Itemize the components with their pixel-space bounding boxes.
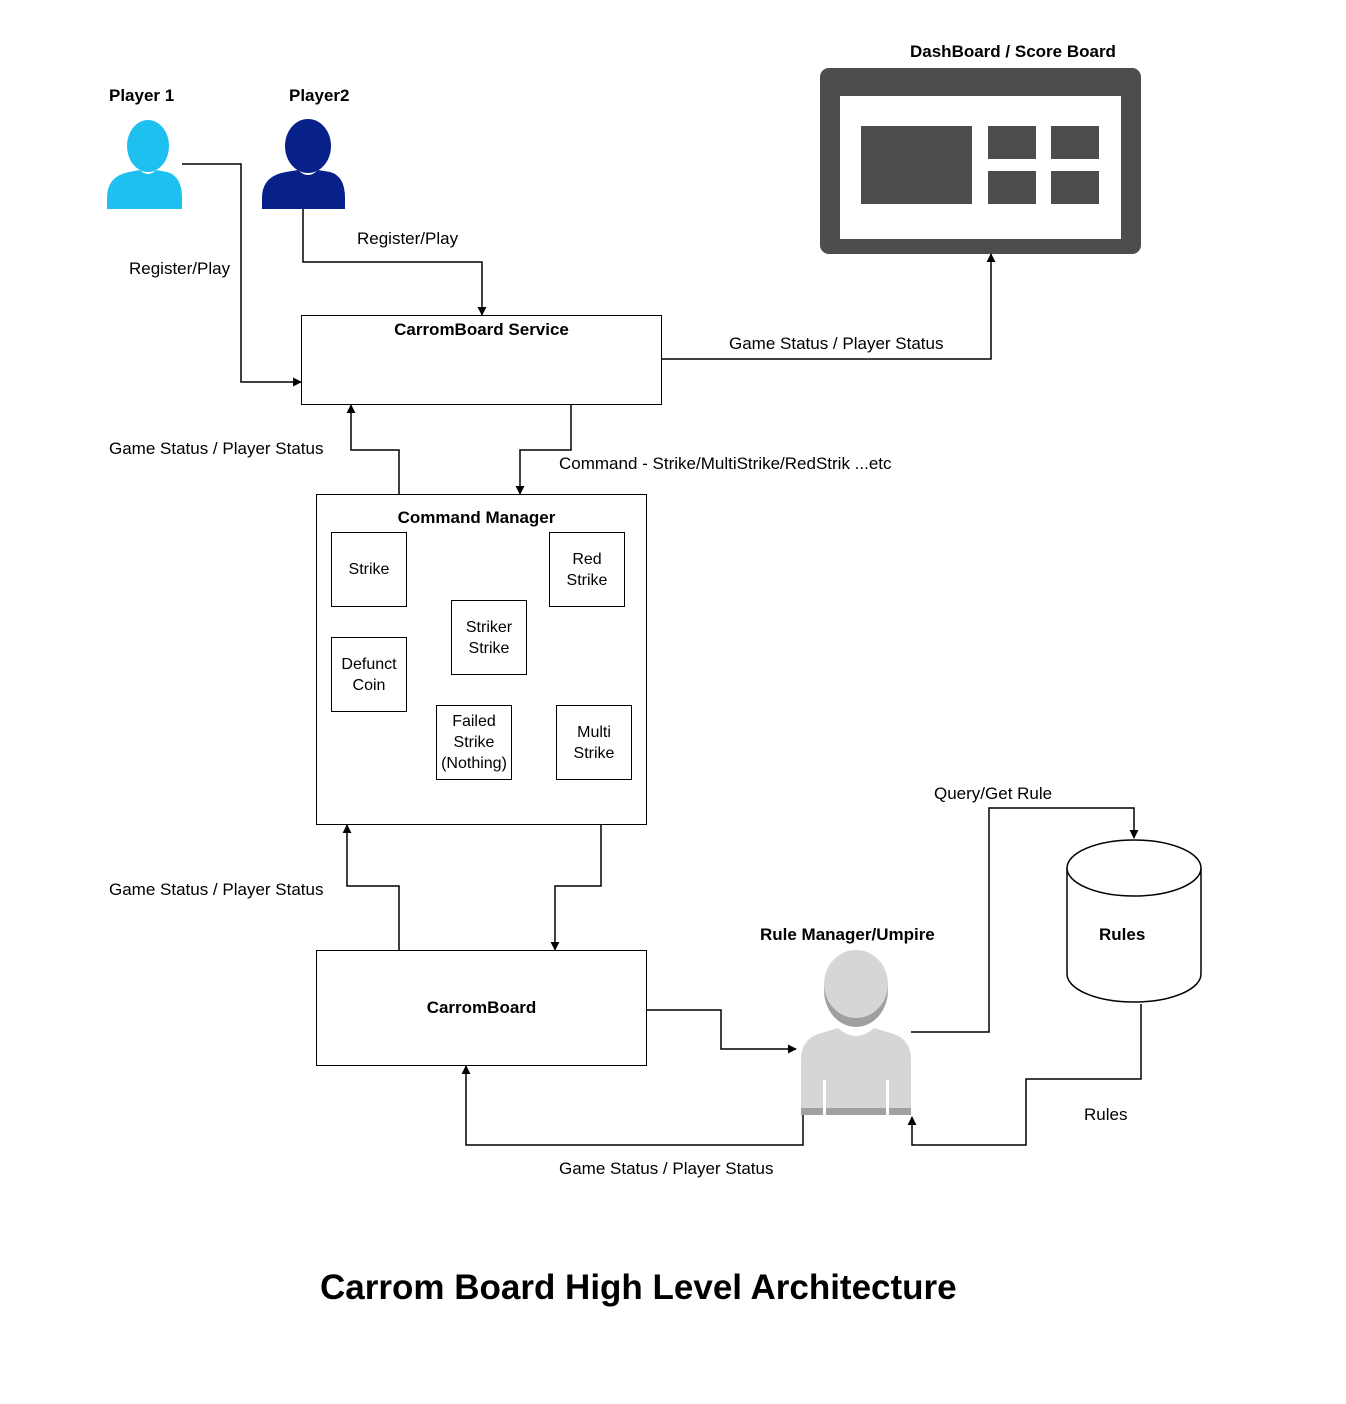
command-strike: Strike [331,532,407,607]
edge-label-umpire-board: Game Status / Player Status [559,1159,774,1178]
rules-db-label: Rules [1099,925,1146,944]
carromboard-service-title: CarromBoard Service [394,320,569,339]
umpire-icon [801,950,911,1115]
edge-label-service-dashboard: Game Status / Player Status [729,334,944,353]
player1-icon [107,120,182,209]
edge-label-p1-register: Register/Play [129,259,231,278]
edge-player1-to-service [182,163,302,387]
edge-rules-to-umpire [907,1004,1142,1146]
command-manager-title: Command Manager [397,508,556,527]
edge-label-p2-register: Register/Play [357,229,459,248]
edge-service-to-dashboard [662,253,996,360]
carromboard-title: CarromBoard [426,998,537,1017]
dashboard-icon [820,68,1141,254]
diagram-title: Carrom Board High Level Architecture [320,1268,957,1307]
edge-cmd-to-service [346,404,400,494]
player2-icon [262,119,345,209]
edge-player2-to-service [302,209,487,316]
command-red-strike: Red Strike [549,532,625,607]
edge-service-to-cmd [515,405,572,495]
edge-label-service-cmd: Command - Strike/MultiStrike/RedStrik ..… [559,454,892,473]
player1-label: Player 1 [109,86,175,105]
edge-board-to-cmd [342,824,400,950]
edge-label-query-rule: Query/Get Rule [934,784,1053,803]
edge-label-board-cmd: Game Status / Player Status [109,880,324,899]
edge-label-rules-return: Rules [1084,1105,1128,1124]
edge-board-to-umpire [647,1009,797,1054]
command-striker-strike: Striker Strike [451,600,527,675]
command-multi-strike: Multi Strike [556,705,632,780]
edge-cmd-to-board [550,825,602,951]
dashboard-label: DashBoard / Score Board [910,42,1116,61]
edge-umpire-query-rules [911,807,1139,1033]
player2-label: Player2 [289,86,350,105]
rules-database-icon [1066,839,1202,1003]
edge-label-cmd-service: Game Status / Player Status [109,439,324,458]
carromboard-service-box: CarromBoard Service [301,315,662,405]
command-defunct-coin: Defunct Coin [331,637,407,712]
edge-umpire-to-board [461,1065,804,1146]
carromboard-box: CarromBoard [316,950,647,1066]
rule-manager-label: Rule Manager/Umpire [760,925,935,944]
command-failed-strike: Failed Strike (Nothing) [436,705,512,780]
